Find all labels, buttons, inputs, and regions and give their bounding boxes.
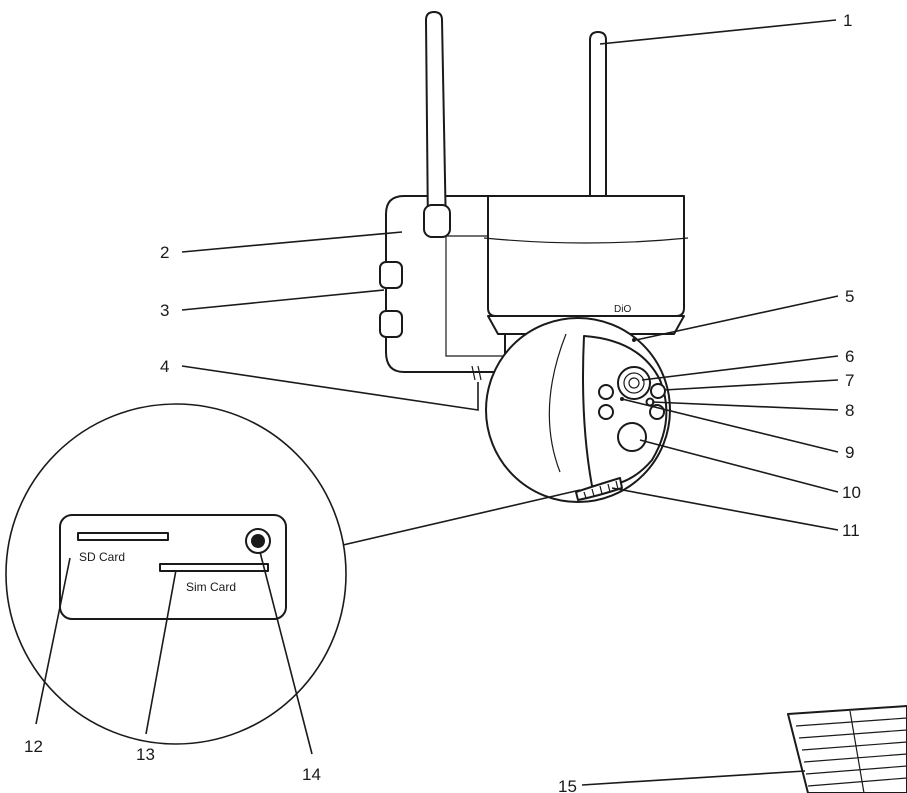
- callout-6: 6: [845, 347, 854, 366]
- callout-15: 15: [558, 777, 577, 793]
- camera-lens: [617, 366, 651, 400]
- callout-8: 8: [845, 401, 854, 420]
- sim-card-slot[interactable]: [159, 563, 269, 572]
- callout-3: 3: [160, 301, 169, 320]
- callout-7: 7: [845, 371, 854, 390]
- brand-label: DiO: [614, 304, 631, 315]
- callout-13: 13: [136, 745, 155, 764]
- callout-11: 11: [842, 521, 860, 540]
- solar-panel: [787, 705, 907, 793]
- mount-knob-bottom: [379, 310, 403, 338]
- callout-10: 10: [842, 483, 861, 502]
- slot-detail-circle: SD Card Sim Card: [5, 403, 347, 745]
- camera-dome: [485, 317, 671, 503]
- callout-14: 14: [302, 765, 321, 784]
- callout-12: 12: [24, 737, 43, 756]
- callout-1: 1: [843, 11, 852, 30]
- ir-led-top-left: [598, 384, 614, 400]
- antenna-left: [423, 11, 451, 238]
- leader-lines: [35, 19, 839, 786]
- status-indicator: [632, 338, 636, 342]
- callout-5: 5: [845, 287, 854, 306]
- antenna-right: [589, 31, 607, 197]
- callout-2: 2: [160, 243, 169, 262]
- sim-card-label: Sim Card: [186, 580, 236, 594]
- sd-card-slot[interactable]: [77, 532, 169, 541]
- callout-4: 4: [160, 357, 169, 376]
- speaker-grille: [575, 477, 623, 501]
- zoom-connector: [342, 489, 581, 546]
- spotlight: [617, 422, 647, 452]
- ir-led-top-right: [650, 383, 666, 399]
- camera-housing: DiO: [483, 195, 689, 335]
- ir-led-bottom-left: [598, 404, 614, 420]
- wall-bracket: [379, 195, 506, 381]
- sd-card-label: SD Card: [79, 550, 125, 564]
- mount-knob-top: [379, 261, 403, 289]
- callout-numbers: 1 2 3 4 5 6 7 8 9 10 11 12 13 14 15: [24, 11, 861, 793]
- callout-9: 9: [845, 443, 854, 462]
